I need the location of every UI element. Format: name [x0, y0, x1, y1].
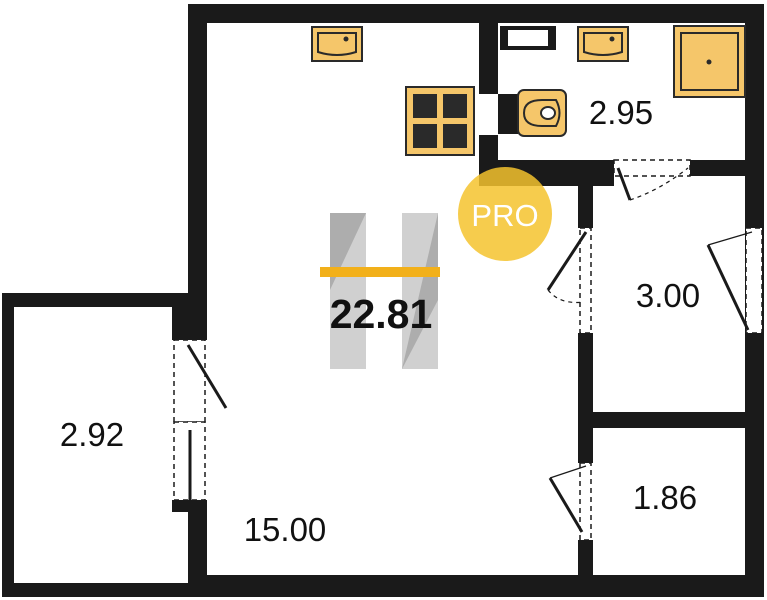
shower-tray-icon — [673, 25, 746, 98]
total-area-label: 22.81 — [330, 291, 433, 337]
pro-badge-label: PRO — [471, 198, 538, 233]
bathroom-area: 2.95 — [589, 94, 653, 131]
bathroom-door-icon — [613, 159, 691, 201]
fixtures — [311, 25, 746, 156]
logo-mark-icon — [320, 213, 440, 369]
storage-door-lower-icon — [548, 462, 592, 541]
balcony-area: 2.92 — [60, 416, 124, 453]
balcony-door-icon — [173, 339, 228, 501]
pro-badge: PRO — [458, 167, 552, 261]
appliance-box-icon — [500, 26, 556, 50]
sink-icon — [311, 26, 363, 62]
storage-right-area: 3.00 — [636, 277, 700, 314]
main-room-area: 15.00 — [244, 511, 327, 548]
doors — [173, 159, 763, 541]
toilet-icon — [498, 89, 567, 137]
balcony-floor — [14, 307, 172, 583]
right-storage-door-icon — [706, 227, 763, 334]
stove-icon — [405, 86, 475, 156]
bathroom-sink-icon — [577, 26, 629, 62]
storage-small-area: 1.86 — [633, 479, 697, 516]
storage-door-upper-icon — [546, 227, 592, 334]
